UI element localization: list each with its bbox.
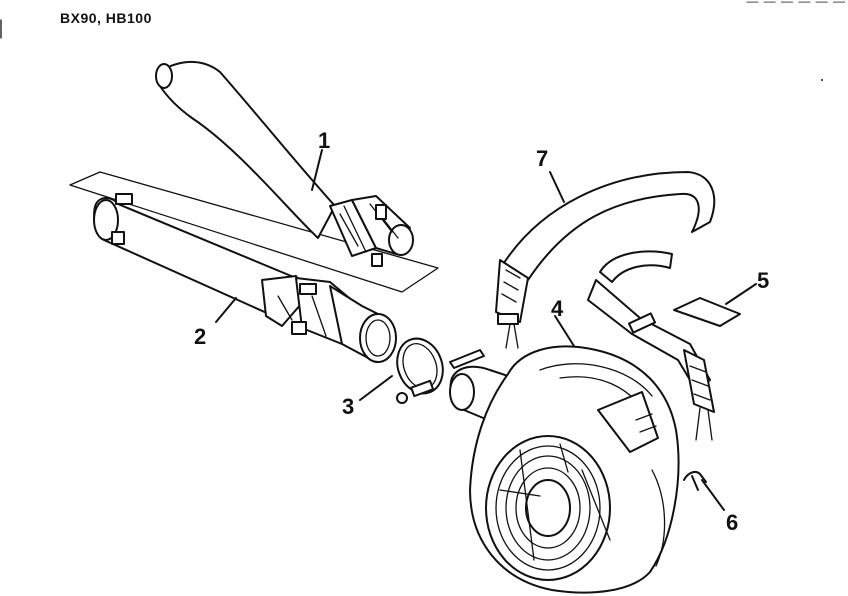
callout-6: 6 (726, 510, 738, 535)
part-7-strap (495, 171, 716, 441)
leader-1 (311, 149, 323, 191)
leader-4 (554, 315, 575, 347)
callout-4: 4 (551, 296, 564, 321)
leader-2 (215, 297, 237, 323)
leader-lines (215, 149, 757, 511)
callout-7: 7 (536, 146, 548, 171)
callout-5: 5 (757, 268, 769, 293)
callout-3: 3 (342, 394, 354, 419)
callout-1: 1 (318, 128, 330, 153)
leader-7 (549, 171, 565, 203)
part-1-upper-hose (155, 60, 414, 267)
model-label: BX90, HB100 (60, 10, 152, 26)
leader-3 (359, 375, 393, 401)
part-6-hook (683, 471, 707, 491)
part-3-clamp (396, 337, 485, 404)
part-2-lower-tube (93, 193, 397, 363)
leader-6 (701, 479, 725, 511)
callout-2: 2 (194, 324, 206, 349)
part-5-decal (673, 297, 741, 327)
scan-dot (821, 79, 823, 81)
leader-5 (725, 283, 757, 305)
cropped-header-text: — — — — — — (746, 0, 846, 8)
part-4-blower-housing (449, 345, 680, 594)
hose-shadow-plane (69, 171, 439, 293)
